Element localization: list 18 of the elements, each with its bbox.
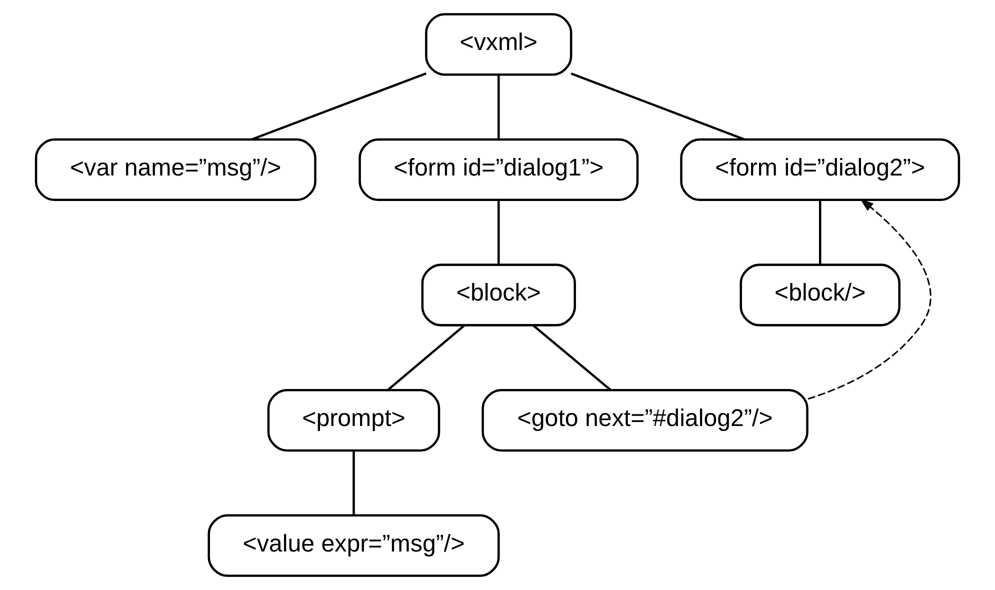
node-box: <var name=”msg”/> [34, 138, 316, 202]
node-box: <prompt> [267, 388, 440, 452]
arrow [808, 198, 932, 400]
connector [532, 324, 612, 391]
connector [498, 200, 500, 265]
connector [387, 324, 466, 391]
connector [498, 74, 500, 140]
node-box: <form id=”dialog1”> [358, 138, 639, 202]
node-box: <block> [421, 264, 576, 326]
node-box: <block/> [740, 264, 900, 326]
node-box: <vxml> [425, 13, 572, 76]
node-box: <goto next=”#dialog2”/> [482, 388, 808, 452]
node-box: <form id=”dialog2”> [680, 138, 960, 202]
connector [570, 72, 745, 141]
connector [251, 72, 427, 140]
connector [818, 200, 822, 265]
connector [352, 450, 355, 516]
node-box: <value expr=”msg”/> [208, 514, 500, 577]
